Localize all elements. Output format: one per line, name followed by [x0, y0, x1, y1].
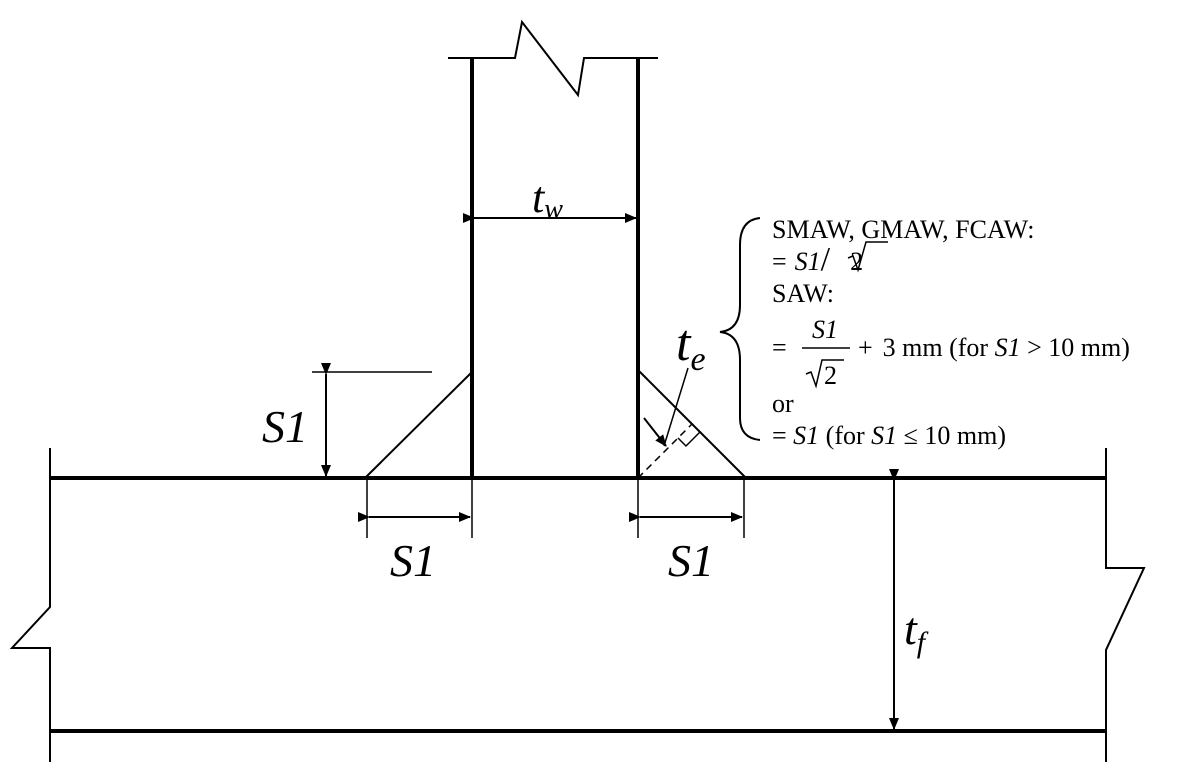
- formula-line-6: = S1 (for S1 ≤ 10 mm): [772, 421, 1006, 450]
- flange-plate: [9, 448, 1146, 762]
- vertical-leg-label: S1: [262, 401, 308, 452]
- flange-thickness-label: tf: [904, 603, 929, 659]
- vertical-leg-dimension: [312, 363, 432, 477]
- formula-line-4-rest: +3 mm (for S1 > 10 mm): [858, 333, 1130, 362]
- formula-line-1: SMAW, GMAW, FCAW:: [772, 215, 1034, 244]
- sqrt-sign-line-2: [847, 241, 888, 273]
- right-leg-dimension: [629, 480, 745, 538]
- formula-line-3: SAW:: [772, 279, 834, 308]
- sqrt-sign-line-4: [805, 359, 844, 389]
- formula-line-4-num: S1: [812, 315, 838, 344]
- flange-break-line-left: [9, 448, 51, 762]
- web-plate: [448, 19, 658, 478]
- left-fillet-weld: [364, 371, 473, 479]
- formula-line-4-den: 2: [824, 361, 837, 390]
- left-leg-label: S1: [390, 535, 436, 586]
- formula-block: SMAW, GMAW, FCAW: =S1/2 SAW: = S1 2 +3 m…: [772, 215, 1130, 450]
- effective-throat-leader: [663, 367, 689, 447]
- formula-line-4-eq: =: [772, 333, 787, 362]
- formula-brace: [719, 217, 761, 441]
- formula-line-5: or: [772, 389, 794, 418]
- effective-throat-label: te: [676, 315, 706, 378]
- effective-throat-line: [637, 423, 701, 479]
- web-break-line: [448, 19, 658, 98]
- flange-break-line-right: [1105, 448, 1146, 762]
- web-thickness-label: tw: [532, 173, 563, 225]
- right-leg-label: S1: [668, 535, 714, 586]
- formula-line-2: =S1/2: [772, 241, 863, 278]
- effective-throat-leader-head: [643, 417, 667, 447]
- left-leg-dimension: [358, 480, 473, 538]
